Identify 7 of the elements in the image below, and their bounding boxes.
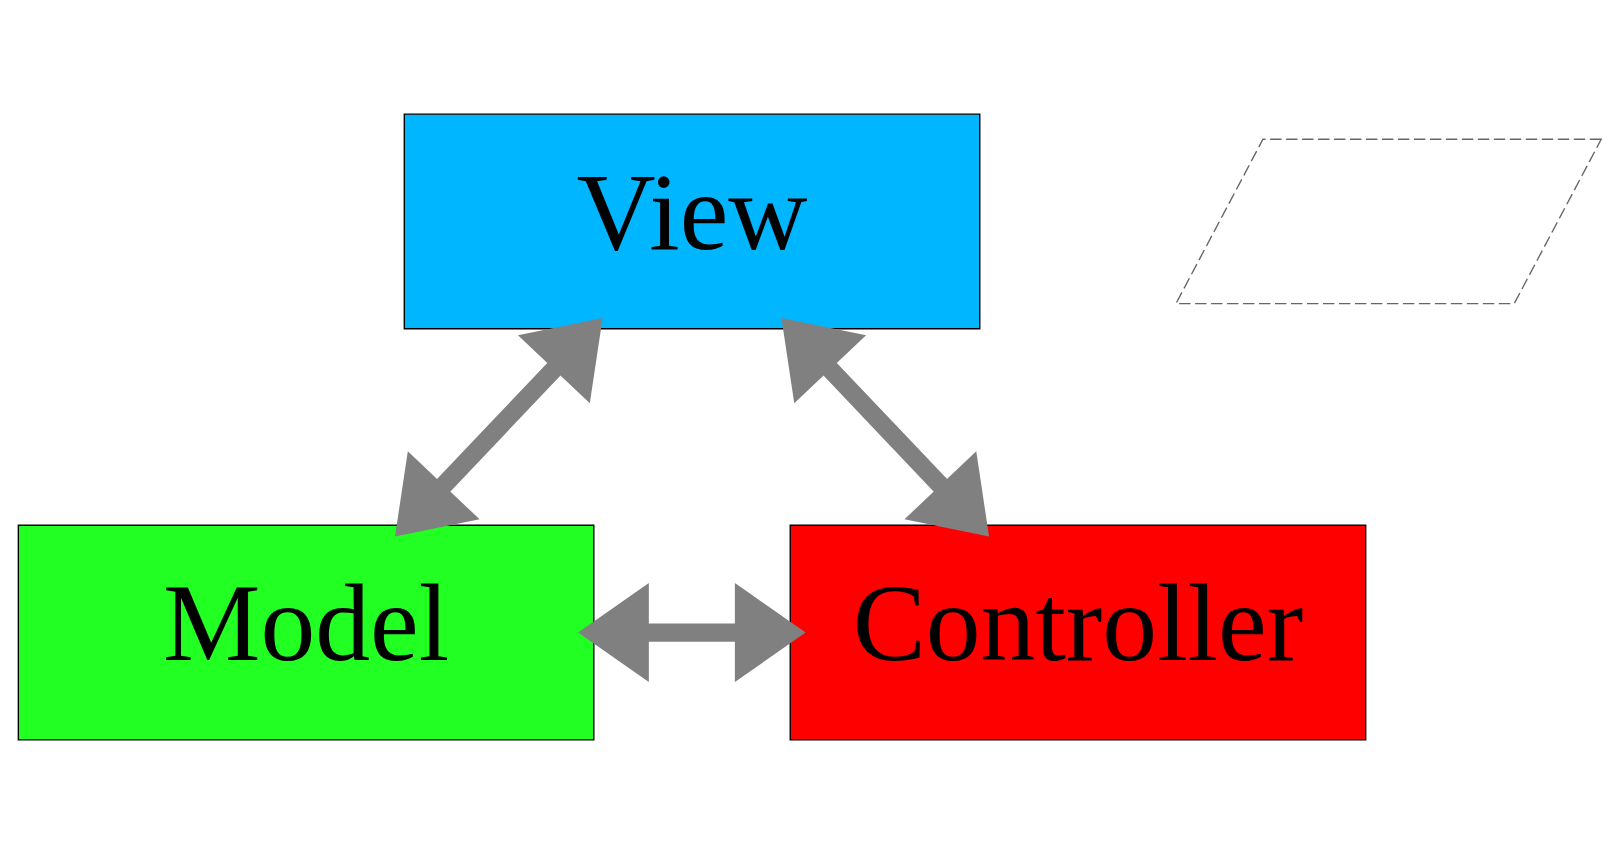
node-parallelogram (1174, 138, 1603, 304)
arrow (395, 317, 603, 537)
arrow (578, 582, 806, 682)
node-box: View (403, 112, 981, 329)
node-box: Model (17, 524, 595, 741)
node-box: Controller (789, 524, 1367, 741)
arrow (781, 317, 990, 537)
